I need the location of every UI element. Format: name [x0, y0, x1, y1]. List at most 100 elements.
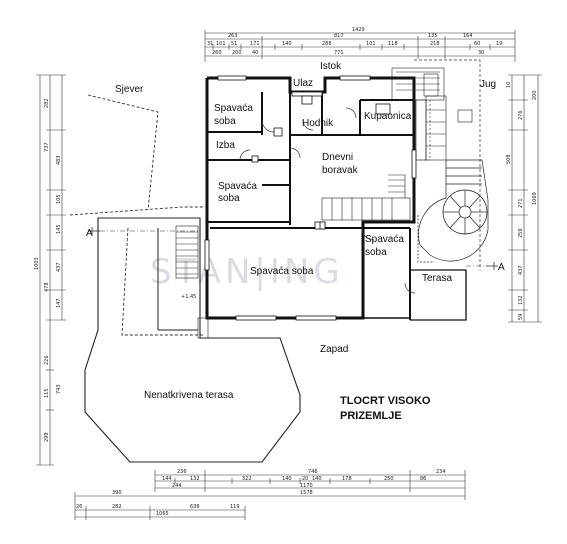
room-dnevni-line1: Dnevni	[322, 152, 353, 163]
svg-text:743: 743	[56, 384, 62, 394]
svg-text:437: 437	[56, 262, 62, 272]
room-spavaca-2-line1: Spavaća	[218, 181, 257, 192]
svg-text:20: 20	[302, 476, 308, 482]
top-dimensions	[204, 30, 516, 62]
svg-text:105: 105	[56, 194, 62, 204]
east-stair-block	[391, 67, 473, 161]
entrance-details	[291, 91, 323, 105]
room-izba: Izba	[216, 140, 235, 151]
svg-text:250: 250	[384, 476, 394, 482]
svg-text:1003: 1003	[34, 257, 40, 270]
svg-text:19: 19	[496, 41, 502, 47]
svg-text:147: 147	[56, 298, 62, 308]
room-spavaca-3-line2: soba	[365, 247, 387, 258]
svg-text:737: 737	[44, 142, 50, 152]
svg-text:271: 271	[518, 198, 524, 208]
roof-overhang-dashed	[87, 94, 159, 211]
svg-text:118: 118	[388, 41, 398, 47]
svg-text:817: 817	[334, 33, 344, 39]
svg-text:282: 282	[112, 504, 122, 510]
spiral-staircase	[417, 159, 489, 263]
room-spavaca-1-line1: Spavaća	[214, 103, 253, 114]
roof-overhang-dashed-2	[69, 206, 205, 216]
svg-text:132: 132	[190, 476, 200, 482]
svg-text:140: 140	[312, 476, 322, 482]
svg-text:299: 299	[44, 432, 50, 442]
svg-text:178: 178	[342, 476, 352, 482]
svg-text:260: 260	[212, 50, 222, 56]
left-dimension-labels: 1003 282 737 483 105 145 437 147 226 115…	[34, 98, 62, 442]
svg-text:636: 636	[190, 504, 200, 510]
svg-text:1065: 1065	[156, 511, 169, 517]
compass-west: Zapad	[320, 344, 348, 355]
svg-text:60: 60	[474, 41, 480, 47]
svg-text:31: 31	[207, 41, 213, 47]
svg-text:140: 140	[282, 41, 292, 47]
svg-text:508: 508	[506, 154, 512, 164]
svg-text:437: 437	[518, 265, 524, 275]
bottom-dimensions	[74, 470, 466, 520]
svg-text:390: 390	[112, 490, 122, 496]
room-ulaz: Ulaz	[293, 78, 313, 89]
svg-text:200: 200	[232, 50, 242, 56]
svg-text:135: 135	[428, 33, 438, 39]
svg-text:171: 171	[250, 41, 260, 47]
svg-text:30: 30	[478, 50, 484, 56]
svg-text:132: 132	[518, 295, 524, 305]
svg-text:26: 26	[76, 504, 82, 510]
east-dashed-outline-2	[414, 100, 431, 161]
svg-text:288: 288	[322, 41, 332, 47]
svg-text:1578: 1578	[300, 490, 313, 496]
room-kupaonica: Kupaonica	[364, 111, 412, 122]
stair-level-label: +1.45	[181, 294, 196, 300]
room-dnevni-line2: boravak	[322, 165, 359, 176]
svg-text:226: 226	[44, 355, 50, 365]
east-dashed-outline	[414, 59, 481, 270]
room-spavaca-3-line1: Spavaća	[365, 234, 404, 245]
right-dimension-labels: 10 276 508 271 259 437 132 59 200 1069	[506, 82, 538, 320]
svg-text:1170: 1170	[300, 483, 313, 489]
svg-text:483: 483	[56, 155, 62, 165]
svg-text:101: 101	[216, 41, 226, 47]
svg-text:144: 144	[162, 476, 172, 482]
section-line	[88, 227, 498, 270]
room-terasa: Terasa	[422, 273, 452, 284]
svg-text:115: 115	[44, 388, 50, 398]
svg-text:145: 145	[56, 224, 62, 234]
svg-text:259: 259	[518, 228, 524, 238]
svg-text:1429: 1429	[352, 27, 365, 33]
svg-text:282: 282	[44, 98, 50, 108]
svg-text:244: 244	[172, 483, 182, 489]
compass-north: Sjever	[115, 84, 144, 95]
svg-text:164: 164	[463, 33, 473, 39]
west-exterior-staircase	[157, 225, 209, 339]
svg-text:263: 263	[228, 33, 238, 39]
room-nenatkrivena-terasa: Nenatkrivena terasa	[144, 390, 234, 401]
roof-overhang-dashed-3	[121, 227, 205, 336]
section-mark-a-left: A	[86, 228, 93, 239]
svg-text:51: 51	[231, 41, 237, 47]
plan-title-line2: PRIZEMLJE	[340, 410, 402, 422]
bottom-dimension-labels: 236 746 234 144 132 322 140 20 140 178 2…	[76, 469, 446, 517]
svg-text:746: 746	[308, 469, 318, 475]
fixtures	[251, 103, 391, 230]
svg-text:140: 140	[282, 476, 292, 482]
section-mark-a-right: A	[498, 262, 505, 273]
room-spavaca-2-line2: soba	[218, 193, 240, 204]
svg-text:771: 771	[334, 50, 344, 56]
svg-text:119: 119	[230, 504, 240, 510]
svg-text:218: 218	[430, 41, 440, 47]
door-swings	[239, 107, 416, 294]
windows	[204, 75, 417, 321]
svg-text:478: 478	[44, 282, 50, 292]
compass-east: Istok	[320, 61, 342, 72]
svg-text:276: 276	[518, 110, 524, 120]
room-hodnik: Hodnik	[302, 118, 334, 129]
room-spavaca-big: Spavaća soba	[250, 266, 314, 277]
svg-text:200: 200	[532, 90, 538, 100]
plan-title-line1: TLOCRT VISOKO	[340, 395, 431, 407]
top-dimension-labels: 1429 263 817 135 164 31 101 51 171 140 2…	[207, 27, 502, 56]
svg-text:236: 236	[177, 469, 187, 475]
svg-text:86: 86	[420, 476, 426, 482]
right-dimensions	[508, 74, 542, 323]
